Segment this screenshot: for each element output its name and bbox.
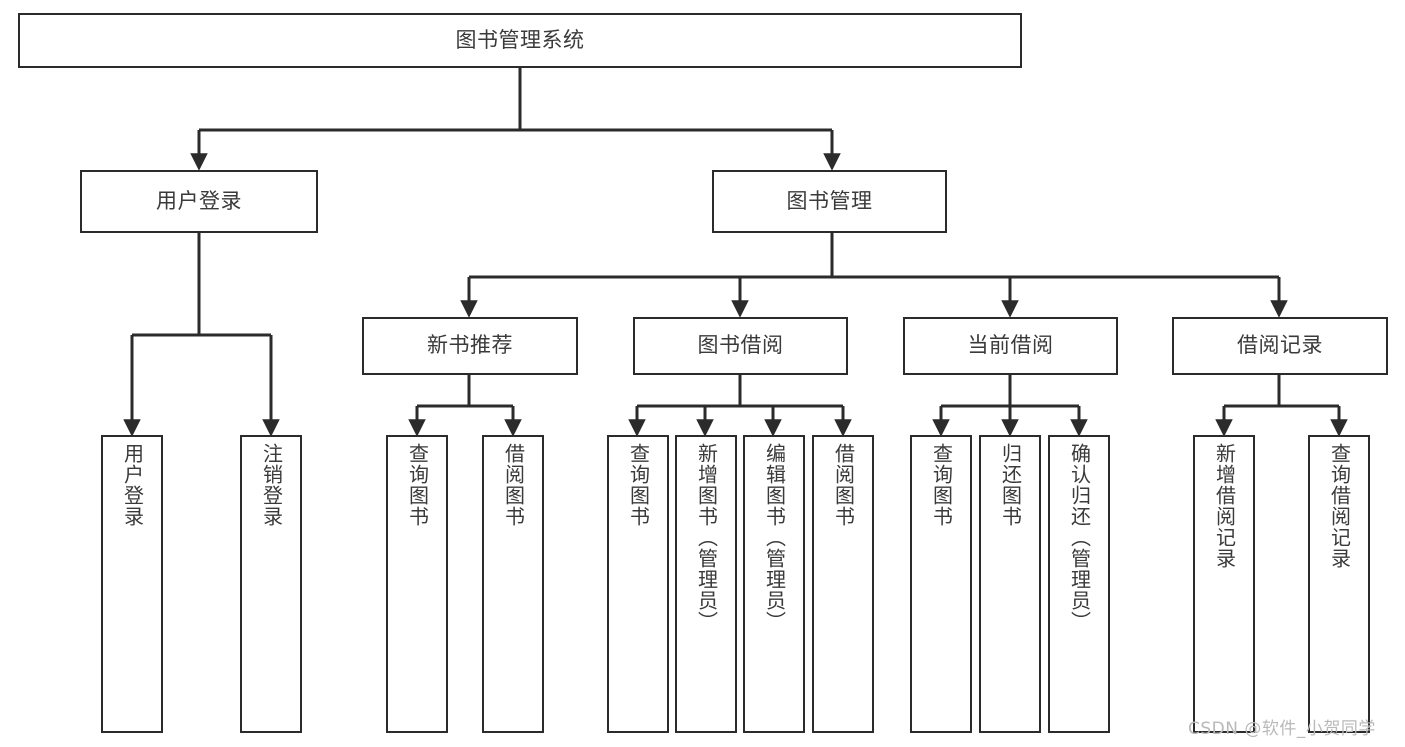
leaf-confirm-return-admin[interactable]: 确认归还（管理员） xyxy=(1048,435,1110,733)
node-label: 图书管理 xyxy=(786,188,873,213)
leaf-query-book-recommendation[interactable]: 查询图书 xyxy=(386,435,448,733)
leaf-query-borrow-record[interactable]: 查询借阅记录 xyxy=(1308,435,1370,733)
node-label: 注销登录 xyxy=(259,443,284,527)
node-label: 编辑图书（管理员） xyxy=(762,443,787,632)
node-label: 借阅图书 xyxy=(831,443,856,527)
node-new-book-recommendation[interactable]: 新书推荐 xyxy=(362,317,578,375)
node-label: 用户登录 xyxy=(120,443,145,527)
node-label: 新书推荐 xyxy=(427,333,513,358)
node-book-borrow[interactable]: 图书借阅 xyxy=(633,317,848,375)
node-label: 图书管理系统 xyxy=(455,27,585,52)
leaf-borrow-book-recommendation[interactable]: 借阅图书 xyxy=(482,435,544,733)
node-label: 归还图书 xyxy=(998,443,1023,527)
node-current-borrow[interactable]: 当前借阅 xyxy=(903,317,1118,375)
leaf-edit-book-admin[interactable]: 编辑图书（管理员） xyxy=(743,435,805,733)
node-label: 查询图书 xyxy=(405,443,430,527)
csdn-watermark: CSDN @软件_小贺同学 xyxy=(1188,719,1376,739)
node-label: 用户登录 xyxy=(156,188,242,213)
node-label: 新增借阅记录 xyxy=(1212,443,1237,569)
leaf-query-book-borrow[interactable]: 查询图书 xyxy=(607,435,669,733)
leaf-user-login[interactable]: 用户登录 xyxy=(101,435,163,733)
node-label: 查询图书 xyxy=(626,443,651,527)
leaf-return-book[interactable]: 归还图书 xyxy=(979,435,1041,733)
node-root-book-management-system[interactable]: 图书管理系统 xyxy=(18,13,1022,68)
node-label: 查询借阅记录 xyxy=(1327,443,1352,569)
leaf-logout[interactable]: 注销登录 xyxy=(240,435,302,733)
node-label: 查询图书 xyxy=(929,443,954,527)
node-label: 借阅图书 xyxy=(501,443,526,527)
leaf-add-book-admin[interactable]: 新增图书（管理员） xyxy=(675,435,737,733)
node-book-management[interactable]: 图书管理 xyxy=(712,170,947,233)
node-label: 借阅记录 xyxy=(1237,333,1323,358)
leaf-add-borrow-record[interactable]: 新增借阅记录 xyxy=(1193,435,1255,733)
node-label: 图书借阅 xyxy=(697,333,784,358)
node-user-login[interactable]: 用户登录 xyxy=(80,170,318,233)
node-borrow-record[interactable]: 借阅记录 xyxy=(1172,317,1388,375)
leaf-borrow-book[interactable]: 借阅图书 xyxy=(812,435,874,733)
node-label: 当前借阅 xyxy=(967,333,1054,358)
node-label: 新增图书（管理员） xyxy=(694,443,719,632)
leaf-query-book-current[interactable]: 查询图书 xyxy=(910,435,972,733)
node-label: 确认归还（管理员） xyxy=(1067,443,1092,632)
